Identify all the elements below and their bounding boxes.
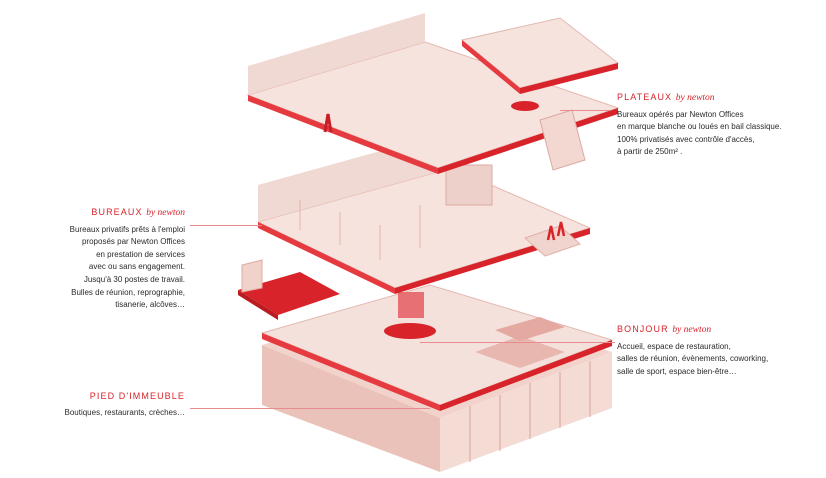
bureaux-text-line: proposés par Newton Offices — [81, 237, 185, 247]
rooftop-terrace — [460, 17, 620, 94]
bonjour-label: BONJOUR by newton Accueil, espace de res… — [617, 323, 768, 378]
pied-leader-line — [190, 408, 430, 409]
plateaux-label: PLATEAUX by newton Bureaux opérés par Ne… — [617, 91, 782, 159]
plateaux-text-line: Bureaux opérés par Newton Offices — [617, 109, 744, 119]
bonjour-text-line: Accueil, espace de restauration, — [617, 341, 731, 351]
lobby-floor — [260, 284, 614, 411]
meeting-room-pod — [238, 259, 340, 320]
plateaux-floor — [246, 13, 620, 174]
bonjour-leader-line — [420, 342, 615, 343]
bonjour-text-line: salle de sport, espace bien-être… — [617, 366, 737, 376]
bureaux-label: BUREAUX by newton Bureaux privatifs prêt… — [70, 206, 185, 312]
plateaux-text-line: en marque blanche ou loués en bail class… — [617, 122, 782, 132]
bureaux-text-line: en prestation de services — [96, 249, 185, 259]
pied-title: PIED D'IMMEUBLE — [89, 391, 185, 401]
plateaux-leader-line — [560, 110, 610, 111]
pied-text-line: Boutiques, restaurants, crèches… — [64, 407, 185, 417]
plateaux-text-line: 100% privatisés avec contrôle d'accès, — [617, 134, 755, 144]
bureaux-leader-line — [190, 225, 262, 226]
bureaux-text-line: tisanerie, alcôves… — [115, 300, 185, 310]
bureaux-text-line: avec ou sans engagement. — [88, 262, 185, 272]
bureaux-text-line: Jusqu'à 30 postes de travail. — [83, 274, 185, 284]
bonjour-text-line: salles de réunion, évènements, coworking… — [617, 354, 769, 364]
pied-label: PIED D'IMMEUBLE Boutiques, restaurants, … — [64, 390, 185, 419]
bonjour-title: BONJOUR by newton — [617, 324, 712, 335]
plateaux-text-line: à partir de 250m² . — [617, 147, 683, 157]
bureaux-title: BUREAUX by newton — [91, 207, 185, 218]
plateaux-title: PLATEAUX by newton — [617, 92, 715, 103]
bureaux-text-line: Bulles de réunion, reprographie, — [71, 287, 185, 297]
bureaux-text-line: Bureaux privatifs prêts à l'emploi — [69, 224, 185, 234]
